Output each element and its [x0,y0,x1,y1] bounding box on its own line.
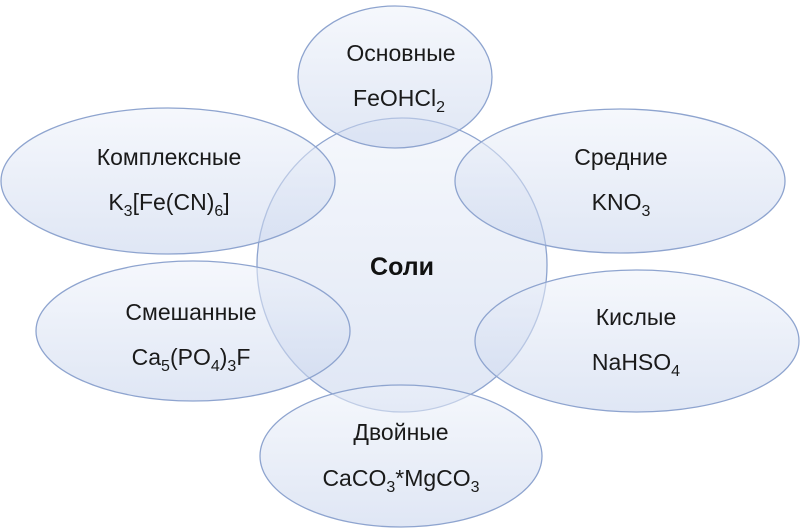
oval-mixed [35,260,351,402]
formula-part: (PO [170,344,211,370]
formula-part: ] [223,189,229,215]
formula-subscript: 3 [227,358,236,375]
formula-part: NaHSO [592,349,671,375]
complex-formula: K3[Fe(CN)6] [108,189,229,220]
formula-part: *MgCO [395,465,470,491]
formula-part: KNO [592,189,642,215]
basic-name: Основные [346,40,455,66]
formula-subscript: 3 [386,479,395,496]
oval-basic [297,5,493,149]
formula-subscript: 3 [471,479,480,496]
double-formula: CaCO3*MgCO3 [322,465,479,496]
formula-subscript: 6 [214,203,223,220]
center-label: Соли [370,253,434,281]
formula-subscript: 4 [671,363,680,380]
formula-subscript: 4 [211,358,220,375]
formula-subscript: 3 [124,203,133,220]
double-name: Двойные [353,419,448,445]
formula-subscript: 2 [436,99,445,116]
mixed-name: Смешанные [125,299,256,325]
formula-part: CaCO [322,465,386,491]
oval-complex [0,107,336,255]
formula-part: ) [220,344,228,370]
acidic-name: Кислые [596,304,677,330]
oval-double [259,384,543,528]
medium-formula: KNO3 [592,189,651,220]
oval-acidic [474,269,800,413]
formula-part: FeOHCl [353,85,436,111]
acidic-formula: NaHSO4 [592,349,680,380]
formula-part: F [236,344,250,370]
complex-name: Комплексные [97,144,242,170]
mixed-formula: Ca5(PO4)3F [132,344,251,375]
basic-formula: FeOHCl2 [353,85,445,116]
medium-name: Средние [574,144,667,170]
formula-part: [Fe(CN) [133,189,215,215]
formula-part: Ca [132,344,162,370]
formula-part: K [108,189,124,215]
formula-subscript: 5 [161,358,170,375]
formula-subscript: 3 [641,203,650,220]
oval-medium [454,108,786,254]
